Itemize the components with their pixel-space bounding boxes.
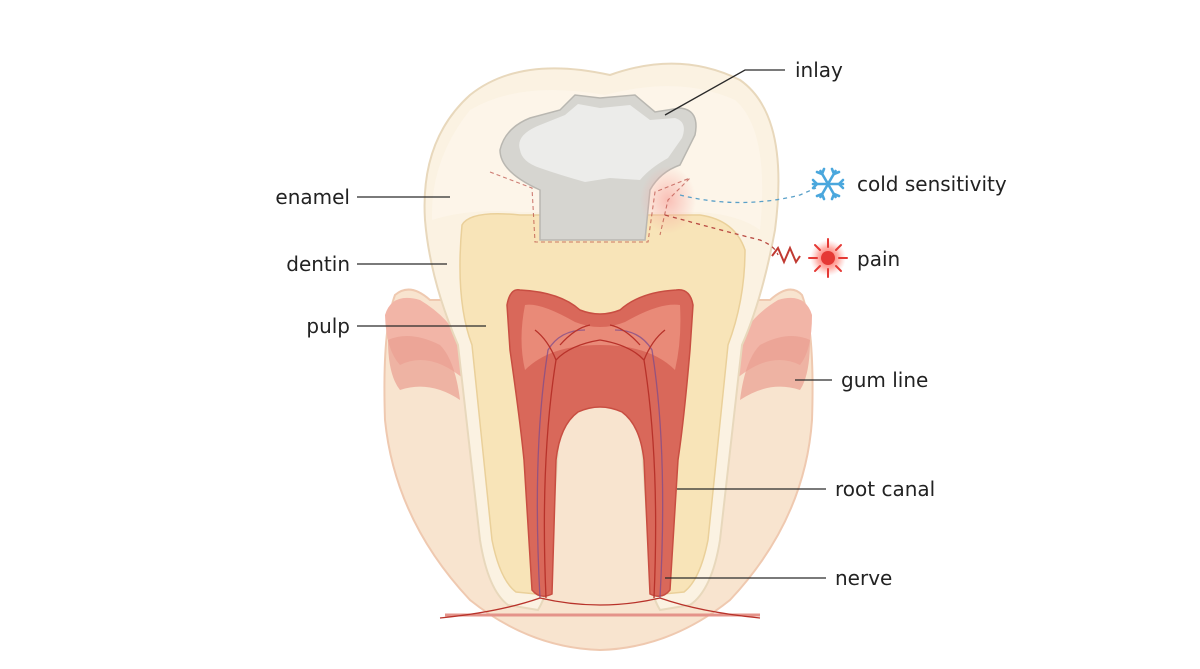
pain-signal-line (664, 214, 779, 256)
pain-zigzag (771, 245, 801, 265)
label-pulp: pulp (306, 314, 350, 338)
label-cold-sensitivity: cold sensitivity (857, 172, 1007, 196)
gum-band-right (740, 336, 810, 400)
pain-burst-icon (808, 238, 848, 278)
pulp-core (521, 304, 681, 370)
label-inlay: inlay (795, 58, 843, 82)
pulp-chamber (506, 289, 694, 597)
inlay-top (519, 104, 684, 182)
gum-band-left (388, 336, 460, 400)
label-dentin: dentin (286, 252, 350, 276)
snowflake-icon (811, 167, 845, 201)
label-enamel: enamel (275, 185, 350, 209)
cold-signal-line (679, 187, 817, 204)
leader-inlay (664, 69, 785, 116)
label-pain: pain (857, 247, 900, 271)
label-gum-line: gum line (841, 368, 928, 392)
label-nerve: nerve (835, 566, 892, 590)
label-root-canal: root canal (835, 477, 935, 501)
nerve-vessels (439, 324, 761, 619)
